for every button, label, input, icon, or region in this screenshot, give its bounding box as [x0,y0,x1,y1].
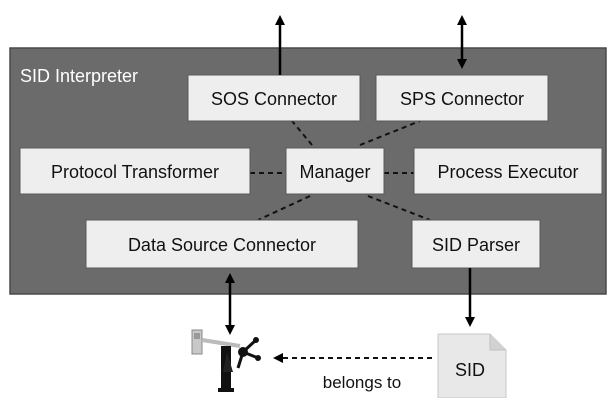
sid-parser-label: SID Parser [432,235,520,255]
weather-station-icon [191,329,261,392]
data-source-connector-box: Data Source Connector [85,219,359,269]
process-executor-label: Process Executor [437,162,578,182]
data-source-connector-label: Data Source Connector [128,235,316,255]
link-manager-sps [359,120,421,146]
container-title: SID Interpreter [20,66,138,86]
document-label: SID [455,360,485,380]
document-icon: SID [437,333,507,398]
protocol-transformer-label: Protocol Transformer [51,162,219,182]
belongs-to-label: belongs to [323,373,401,392]
process-executor-box: Process Executor [413,147,603,195]
protocol-transformer-box: Protocol Transformer [19,147,251,195]
sps-connector-label: SPS Connector [400,89,524,109]
sps-connector-box: SPS Connector [375,74,549,122]
manager-label: Manager [299,162,370,182]
sid-parser-box: SID Parser [411,219,541,269]
sos-connector-label: SOS Connector [211,89,337,109]
manager-connections [250,120,431,221]
link-manager-datasource [257,195,311,221]
manager-box: Manager [285,147,385,195]
sos-connector-box: SOS Connector [187,74,361,122]
link-manager-parser [367,195,431,221]
